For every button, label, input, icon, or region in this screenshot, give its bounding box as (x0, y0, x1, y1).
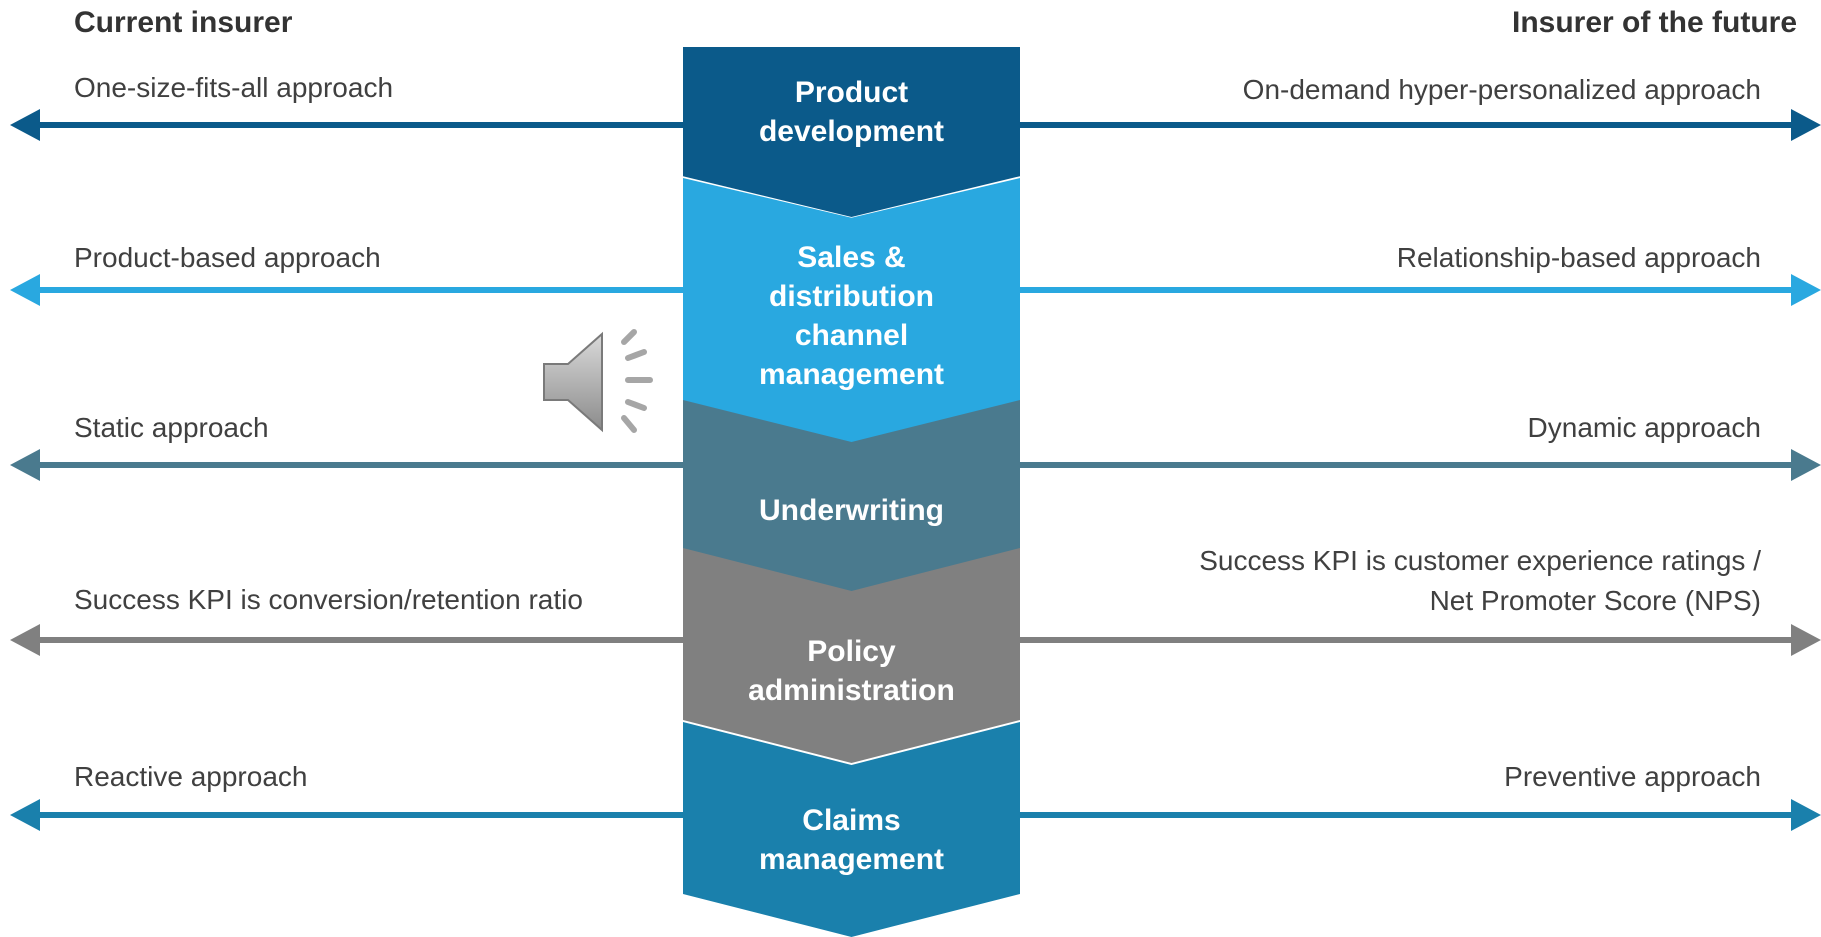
right-label-line: Net Promoter Score (NPS) (1429, 585, 1761, 616)
stage-label-line: channel (794, 318, 909, 352)
arrow-line-right-1 (1018, 287, 1793, 293)
stage-chevron-product-development: Product development (683, 47, 1020, 217)
right-label-3: Success KPI is customer experience ratin… (1199, 541, 1761, 621)
left-label-3: Success KPI is conversion/retention rati… (74, 584, 583, 615)
stage-chevron-sales-distribution: Sales & distribution channel management (683, 178, 1020, 443)
arrow-line-left-2 (40, 462, 685, 468)
right-label-line: Preventive approach (1504, 761, 1761, 792)
arrow-line-left-4 (40, 812, 685, 818)
stage-label-line: Sales & (797, 240, 906, 274)
arrow-head-left-1 (10, 274, 40, 306)
arrow-head-right-2 (1791, 449, 1821, 481)
arrow-head-right-0 (1791, 109, 1821, 141)
stage-label-line: administration (748, 673, 955, 707)
right-label-1: Relationship-based approach (1397, 238, 1761, 278)
left-label-0: One-size-fits-all approach (74, 72, 394, 103)
right-label-4: Preventive approach (1504, 757, 1761, 797)
stage-label-line: management (758, 357, 945, 391)
arrow-head-left-2 (10, 449, 40, 481)
stage-label-line: Product (794, 76, 909, 109)
current-insurer-heading: Current insurer (74, 6, 293, 39)
stage-label-line: Policy (807, 634, 896, 668)
right-label-line: Relationship-based approach (1396, 242, 1761, 273)
arrow-line-left-3 (40, 637, 685, 643)
right-label-line: Dynamic approach (1527, 412, 1761, 443)
stage-label-line: management (758, 842, 945, 876)
arrow-line-left-0 (40, 122, 685, 128)
arrow-line-left-1 (40, 287, 685, 293)
arrow-line-right-2 (1018, 462, 1793, 468)
stage-label-line: distribution (769, 279, 934, 313)
left-label-1: Product-based approach (74, 242, 381, 273)
arrow-line-right-4 (1018, 812, 1793, 818)
speaker-icon[interactable] (540, 322, 670, 442)
stage-label-line: development (758, 115, 945, 148)
arrow-head-left-4 (10, 799, 40, 831)
arrow-head-left-3 (10, 624, 40, 656)
arrow-line-right-3 (1018, 637, 1793, 643)
stage-label-line: Claims (802, 803, 901, 837)
arrow-line-right-0 (1018, 122, 1793, 128)
left-label-4: Reactive approach (74, 761, 308, 792)
arrow-head-left-0 (10, 109, 40, 141)
stage-label-line: Underwriting (759, 493, 944, 527)
arrow-head-right-1 (1791, 274, 1821, 306)
right-label-line: Success KPI is customer experience ratin… (1199, 545, 1761, 576)
left-label-2: Static approach (74, 412, 269, 443)
right-label-0: On-demand hyper-personalized approach (1243, 70, 1761, 110)
right-label-line: On-demand hyper-personalized approach (1242, 74, 1761, 105)
insurer-of-the-future-heading: Insurer of the future (1511, 6, 1797, 39)
arrow-head-right-4 (1791, 799, 1821, 831)
arrow-head-right-3 (1791, 624, 1821, 656)
right-label-2: Dynamic approach (1528, 408, 1761, 448)
